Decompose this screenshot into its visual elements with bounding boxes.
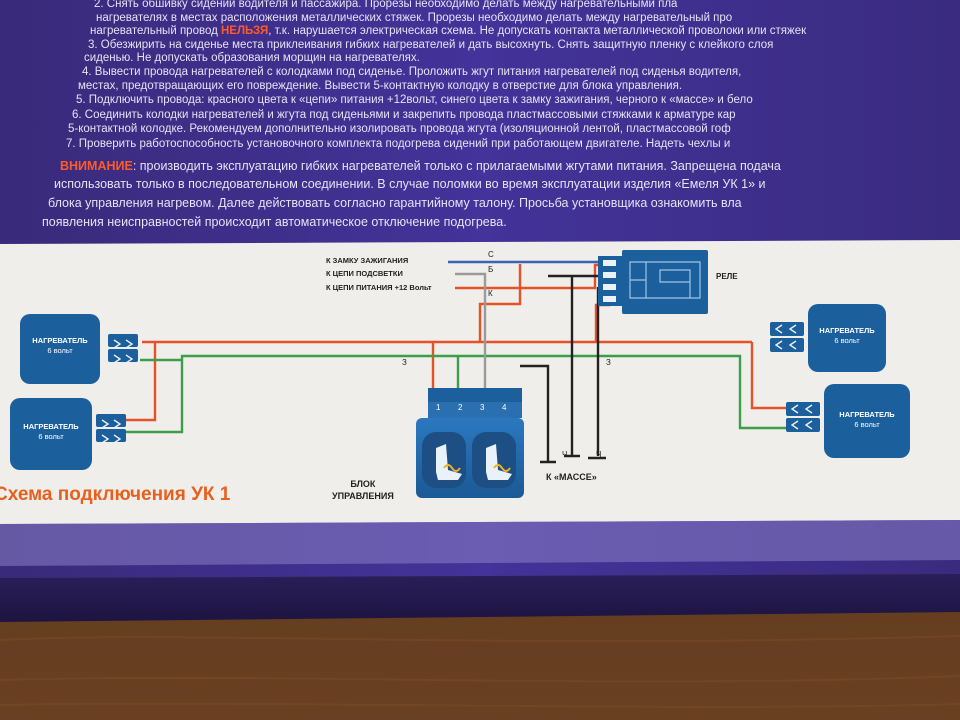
warning-line: использовать только в последовательном с… — [54, 177, 766, 191]
wire-gray — [455, 272, 487, 392]
warning-line: ВНИМАНИЕ: производить эксплуатацию гибки… — [60, 159, 781, 173]
instruction-line: сиденью. Не допускать образования морщин… — [84, 52, 420, 64]
instruction-line: 6. Соединить колодки нагревателей и жгут… — [72, 109, 736, 121]
ground-label: К «МАССЕ» — [546, 472, 597, 482]
code-black-2: Ч — [596, 450, 602, 459]
code-blue: С — [488, 250, 494, 259]
warning-line: блока управления нагревом. Далее действо… — [48, 196, 742, 210]
code-red: К — [488, 289, 493, 298]
ground-symbol — [540, 454, 606, 464]
instruction-line: 5. Подключить провода: красного цвета к … — [76, 94, 753, 106]
code-white: Б — [488, 265, 494, 274]
instruction-line: 5-контактной колодке. Рекомендуем дополн… — [68, 123, 731, 135]
heater-right-bottom — [824, 384, 910, 458]
code-green-right: З — [606, 358, 611, 367]
heater-right-top — [808, 304, 886, 372]
box-edge — [0, 574, 960, 622]
instruction-line: 2. Снять обшивку сидений водителя и пасс… — [94, 0, 678, 10]
seat-icon-right — [486, 444, 512, 480]
warning-line: появления неисправностей происходит авто… — [42, 215, 507, 229]
relay-label: РЕЛЕ — [716, 272, 738, 281]
heater-left-bottom — [10, 398, 92, 470]
block-pin-3: 3 — [480, 403, 485, 412]
instruction-line: местах, предотвращающих его повреждение.… — [78, 80, 683, 92]
wire-red — [118, 264, 790, 422]
feed-power-label: К ЦЕПИ ПИТАНИЯ +12 Вольт — [326, 283, 432, 292]
wiring — [118, 260, 790, 464]
relay — [598, 250, 708, 314]
code-black-1: Ч — [562, 450, 568, 459]
block-pin-4: 4 — [502, 403, 507, 412]
connector-marks — [101, 324, 813, 444]
feed-backlight-label: К ЦЕПИ ПОДСВЕТКИ — [326, 269, 403, 278]
block-pin-2: 2 — [458, 403, 463, 412]
warning-word: НЕЛЬЗЯ — [221, 25, 269, 37]
wire-black — [520, 274, 604, 462]
wood-grain — [0, 635, 960, 708]
instruction-line: 3. Обезжирить на сиденье места приклеива… — [88, 39, 774, 51]
feed-ignition-label: К ЗАМКУ ЗАЖИГАНИЯ — [326, 256, 409, 265]
instructions-block: 2. Снять обшивку сидений водителя и пасс… — [0, 0, 960, 240]
instruction-line: 7. Проверить работоспособность установоч… — [66, 138, 731, 150]
wire-green — [118, 354, 790, 434]
diagram-panel — [0, 240, 960, 524]
instruction-line: нагревателях в местах расположения метал… — [96, 12, 733, 24]
block-pin-1: 1 — [436, 403, 441, 412]
instruction-line: 4. Вывести провода нагревателей с колодк… — [82, 66, 742, 78]
instruction-line: нагревательный провод НЕЛЬЗЯ, т.к. наруш… — [90, 25, 807, 37]
diagram-title: Схема подключения УК 1 — [0, 484, 231, 505]
control-block — [416, 388, 524, 498]
warning-label: ВНИМАНИЕ — [60, 159, 133, 173]
heater-left-top — [20, 314, 100, 384]
code-green-left: З — [402, 358, 407, 367]
seat-icon-left — [436, 444, 462, 480]
bottom-strip — [0, 520, 960, 566]
